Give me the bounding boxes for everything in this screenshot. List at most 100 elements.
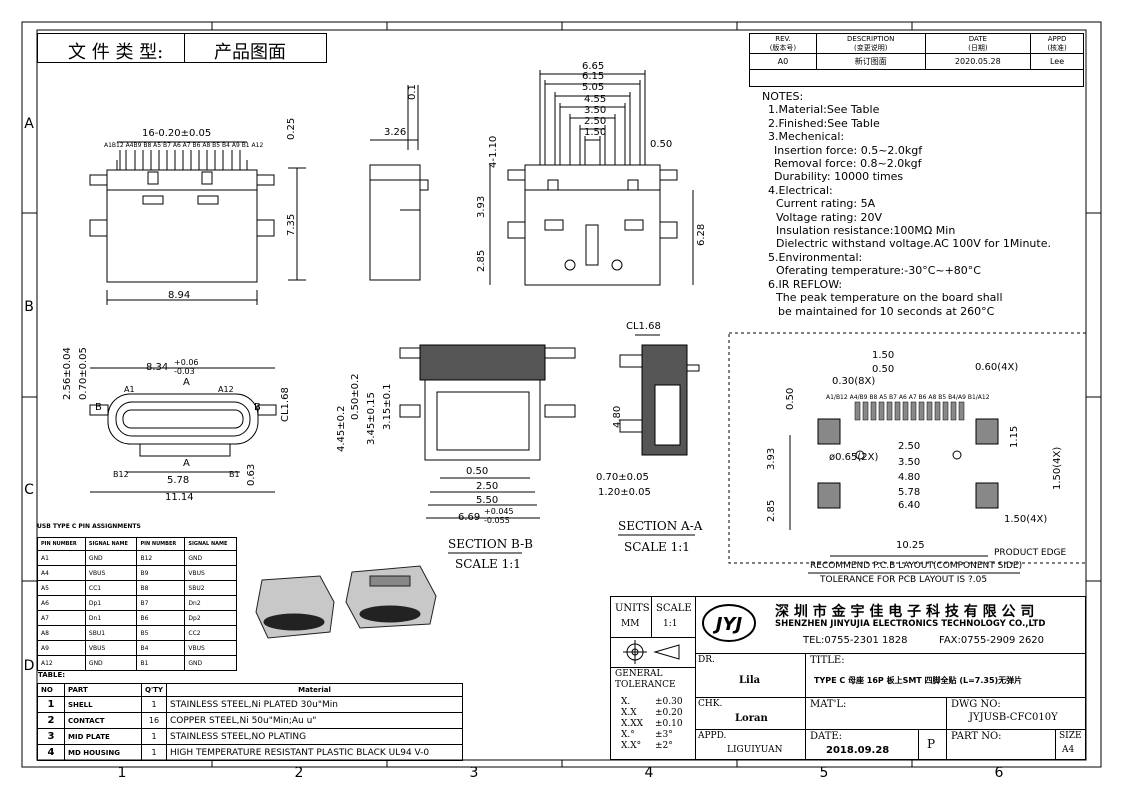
approved-by-value: LIGUIYUAN	[727, 745, 783, 755]
approved-by-cell: APPD. LIGUIYUAN	[695, 729, 806, 759]
dim-025: 0.25	[286, 117, 297, 140]
dim-s315: 3.15±0.1	[382, 383, 393, 430]
frame-ticks	[22, 22, 1101, 767]
bom-cell: 1	[141, 728, 167, 745]
drawn-by-cell: DR. Lila	[695, 653, 806, 698]
section-b-title: SECTION B-B	[448, 537, 533, 551]
pin-cell: B12	[136, 550, 186, 566]
tol-key: X.X°	[621, 741, 642, 751]
bom-cell: 3	[37, 728, 65, 745]
dim-01: 0.1	[407, 84, 418, 100]
rev-desc-value: 新订图面	[815, 53, 926, 70]
col-4-label: 4	[645, 765, 654, 781]
title-block: UNITS MM SCALE 1:1 GENERAL TOLERANCE X. …	[610, 596, 1086, 760]
bom-cell: CONTACT	[64, 712, 142, 729]
part-number-label: PART NO:	[951, 731, 1002, 742]
material-label: MAT'L:	[810, 699, 847, 710]
date-label: DATE:	[810, 731, 843, 742]
dim-a070: 0.70±0.05	[596, 472, 649, 483]
pin-cell: A8	[37, 625, 86, 641]
pin-header: PIN NUMBER	[136, 537, 186, 551]
row-c-label: C	[24, 482, 34, 498]
dim-a-cl168: CL1.68	[626, 321, 661, 332]
bom-cell: 4	[37, 744, 65, 761]
pcb-dim-150: 1.50	[872, 350, 895, 361]
tol-val: ±3°	[655, 730, 673, 740]
dim-s445: 4.45±0.2	[336, 405, 347, 452]
note-line: 4.Electrical:	[768, 183, 833, 197]
row-b-label: B	[24, 299, 34, 315]
label-section-a-bottom: A	[183, 458, 190, 469]
pin-cell: SBU2	[184, 580, 237, 596]
pin-header: SIGNAL NAME	[184, 537, 237, 551]
bom-cell: STAINLESS STEEL,Ni PLATED 30u"Min	[166, 696, 463, 713]
pcb-layout-title: RECOMMEND P.C.B LAYOUT(COMPONENT SIDE)	[810, 561, 1023, 571]
bom-cell: 2	[37, 712, 65, 729]
drawing-number-label: DWG NO:	[951, 699, 1001, 710]
note-line: Insertion force: 0.5~2.0kgf	[774, 143, 923, 157]
pcb-dim-030: 0.30(8X)	[832, 376, 876, 387]
pin-cell: GND	[184, 655, 237, 671]
dim-4x110: 4-1.10	[488, 135, 499, 168]
pcb-dim-393: 3.93	[766, 447, 777, 470]
section-b-scale: SCALE 1:1	[455, 557, 521, 571]
note-line: Current rating: 5A	[776, 197, 876, 211]
company-name-cn: 深 圳 市 金 宇 佳 电 子 科 技 有 限 公 司	[775, 604, 1035, 620]
note-line: Dielectric withstand voltage.AC 100V for…	[776, 237, 1051, 251]
dim-834-tol-up: +0.06	[174, 358, 199, 367]
doc-type-value: 产品图面	[214, 42, 286, 63]
pin-table-title: USB TYPE C PIN ASSIGNMENTS	[37, 523, 141, 530]
dim-1114: 11.14	[165, 492, 194, 503]
bom-cell: COPPER STEEL,Ni 50u"Min;Au u"	[166, 712, 463, 729]
pcb-dim-150-4x-h: 1.50(4X)	[1004, 514, 1048, 525]
rev-appd-value: Lee	[1030, 53, 1084, 70]
top-pin-labels: A1B12 A4B9 B8 A5 B7 A6 A7 B6 A8 B5 B4 A9…	[104, 142, 264, 149]
bottom-view	[489, 70, 694, 286]
revision-blank-row	[749, 69, 1084, 87]
dim-350: 3.50	[584, 105, 607, 116]
bom-cell: 1	[37, 696, 65, 713]
pin-cell: B5	[136, 625, 186, 641]
company-logo-icon: JYJ	[702, 604, 756, 642]
projection-symbol-box	[611, 637, 696, 668]
bom-cell: SHELL	[64, 696, 142, 713]
pin-cell: VBUS	[84, 565, 138, 581]
row-a-label: A	[24, 116, 34, 132]
note-line: Insulation resistance:100MΩ Min	[776, 224, 956, 238]
label-section-b-right: B	[254, 402, 261, 413]
pin-cell: B9	[136, 565, 186, 581]
dim-326: 3.26	[384, 127, 407, 138]
pcb-pads	[854, 401, 965, 421]
section-a-title: SECTION A-A	[618, 519, 703, 533]
pcb-dim-115: 1.15	[1009, 425, 1020, 448]
note-line: 5.Environmental:	[768, 250, 863, 264]
dim-250: 2.50	[584, 116, 607, 127]
scale-label: SCALE	[656, 603, 692, 614]
tol-val: ±0.10	[655, 719, 683, 729]
pin-b12-label: B12	[113, 470, 129, 479]
company-header: JYJ 深 圳 市 金 宇 佳 电 子 科 技 有 限 公 司 SHENZHEN…	[695, 597, 1085, 654]
section-a-a	[619, 334, 700, 456]
pcb-dim-150-4x-v: 1.50(4X)	[1052, 446, 1063, 490]
pcb-dim-250: 2.50	[898, 441, 921, 452]
note-line: 2.Finished:See Table	[768, 116, 880, 130]
bom-header: Q'TY	[141, 683, 167, 697]
drawing-number-value: JYJUSB-CFC010Y	[969, 712, 1058, 723]
dim-735: 7.35	[286, 213, 297, 236]
pin-cell: CC1	[84, 580, 138, 596]
bom-header: NO	[37, 683, 65, 697]
dim-834-tol-dn: -0.03	[174, 367, 195, 376]
top-view	[89, 141, 275, 305]
pin-cell: A5	[37, 580, 86, 596]
size-label: SIZE	[1059, 731, 1082, 741]
pcb-pin-labels: A1/B12 A4/B9 B8 A5 B7 A6 A7 B6 A8 B5 B4/…	[826, 394, 990, 401]
pin-cell: VBUS	[184, 565, 237, 581]
units-value: MM	[621, 619, 640, 629]
title-label: TITLE:	[810, 655, 845, 666]
pin-cell: VBUS	[84, 640, 138, 656]
pin-cell: VBUS	[184, 640, 237, 656]
tol-key: X.X	[621, 708, 637, 718]
pin-cell: Dn1	[84, 610, 138, 626]
dim-894: 8.94	[168, 290, 191, 301]
